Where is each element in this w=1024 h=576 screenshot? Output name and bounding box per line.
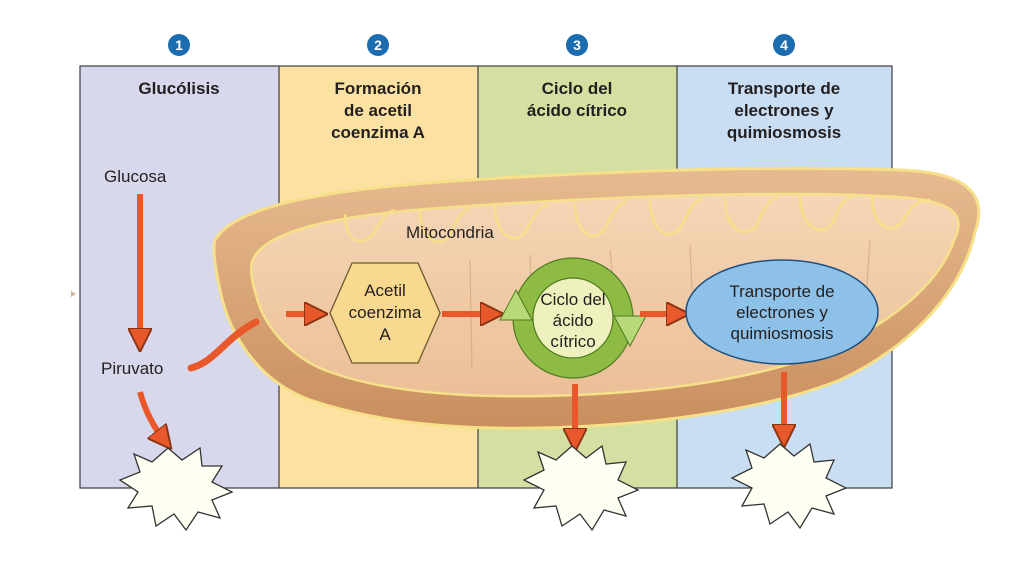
- starburst-2: [522, 444, 640, 532]
- pyruvate-label: Piruvato: [101, 359, 163, 378]
- svg-text:electrones y: electrones y: [736, 303, 828, 322]
- electron-transport-ellipse: Transporte de electrones y quimiosmosis: [685, 259, 879, 365]
- svg-text:Ciclo del: Ciclo del: [540, 290, 605, 309]
- cycle-arrow-right: [613, 315, 647, 348]
- svg-text:2: 2: [374, 37, 382, 53]
- mitochondrion-label: Mitocondria: [406, 223, 494, 242]
- step-badge-2: 2: [367, 34, 389, 56]
- svg-text:Acetil: Acetil: [364, 281, 406, 300]
- svg-text:Ciclo del: Ciclo del: [542, 79, 613, 98]
- cycle-arrow-left: [499, 288, 533, 321]
- svg-text:coenzima: coenzima: [349, 303, 422, 322]
- svg-text:cítrico: cítrico: [550, 332, 595, 351]
- svg-text:de acetil: de acetil: [344, 101, 412, 120]
- starburst-1: [118, 446, 234, 532]
- svg-text:ácido cítrico: ácido cítrico: [527, 101, 627, 120]
- step-badge-4: 4: [773, 34, 795, 56]
- acetyl-coa-hexagon: Acetil coenzima A: [329, 262, 441, 364]
- cristae: [343, 195, 931, 244]
- margin-marker: [71, 291, 76, 297]
- header-electron-transport: Transporte de electrones y quimiosmosis: [727, 79, 841, 142]
- header-glycolysis: Glucólisis: [138, 79, 219, 98]
- svg-text:Transporte de: Transporte de: [728, 79, 840, 98]
- svg-text:A: A: [379, 325, 391, 344]
- header-acetyl-coa: Formación de acetil coenzima A: [331, 79, 425, 142]
- svg-text:Formación: Formación: [335, 79, 422, 98]
- starburst-3: [730, 442, 848, 530]
- step-badge-3: 3: [566, 34, 588, 56]
- arrow-pyruvate-to-fermentation: [137, 391, 164, 440]
- svg-text:ácido: ácido: [553, 311, 594, 330]
- header-citric-cycle: Ciclo del ácido cítrico: [527, 79, 627, 120]
- step-badge-1: 1: [168, 34, 190, 56]
- svg-text:quimiosmosis: quimiosmosis: [727, 123, 841, 142]
- svg-text:quimiosmosis: quimiosmosis: [731, 324, 834, 343]
- arrow-pyruvate-into-mitochondrion: [187, 318, 260, 372]
- svg-text:4: 4: [780, 37, 788, 53]
- svg-text:1: 1: [175, 37, 183, 53]
- svg-text:3: 3: [573, 37, 581, 53]
- svg-text:electrones y: electrones y: [734, 101, 834, 120]
- citric-cycle: Ciclo del ácido cítrico: [499, 257, 647, 379]
- svg-text:coenzima A: coenzima A: [331, 123, 425, 142]
- glucose-label: Glucosa: [104, 167, 167, 186]
- svg-text:Transporte de: Transporte de: [729, 282, 834, 301]
